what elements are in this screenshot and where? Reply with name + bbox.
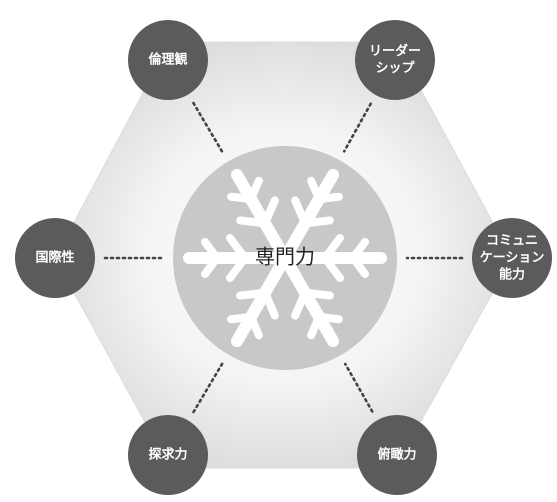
node-label: 俯瞰力 — [377, 447, 416, 463]
snowflake-arm — [227, 168, 291, 264]
node-label: 国際性 — [35, 250, 74, 266]
connector-leadership — [342, 102, 373, 153]
node-label: シップ — [375, 61, 415, 76]
node-circle — [128, 415, 208, 495]
node-ethics: 倫理観 — [128, 20, 208, 100]
snowflake-arm — [279, 168, 343, 264]
connector-ethics — [192, 101, 225, 155]
node-label: 倫理観 — [148, 52, 187, 68]
snowflake-icon — [183, 168, 387, 348]
node-international: 国際性 — [15, 218, 95, 298]
center-label: 専門力 — [255, 245, 315, 269]
node-circle — [357, 415, 437, 495]
node-circle — [128, 20, 208, 100]
connector-panoramic — [343, 362, 374, 413]
node-circle — [355, 20, 435, 100]
snowflake-arm — [279, 234, 387, 282]
node-circle — [472, 218, 552, 298]
snowflake-arm — [183, 234, 291, 282]
node-label: コミュニ — [486, 234, 538, 249]
node-label: ケーション — [480, 251, 545, 266]
node-inquiry: 探求力 — [128, 415, 208, 495]
node-label: リーダー — [369, 43, 421, 59]
node-circle — [15, 218, 95, 298]
snowflake-arm — [227, 252, 291, 348]
connector-inquiry — [192, 361, 225, 414]
connector-lines — [103, 101, 464, 414]
node-panoramic: 俯瞰力 — [357, 415, 437, 495]
node-label: 探求力 — [148, 447, 187, 463]
node-label: 能力 — [499, 267, 525, 283]
snowflake-arm — [279, 252, 343, 348]
